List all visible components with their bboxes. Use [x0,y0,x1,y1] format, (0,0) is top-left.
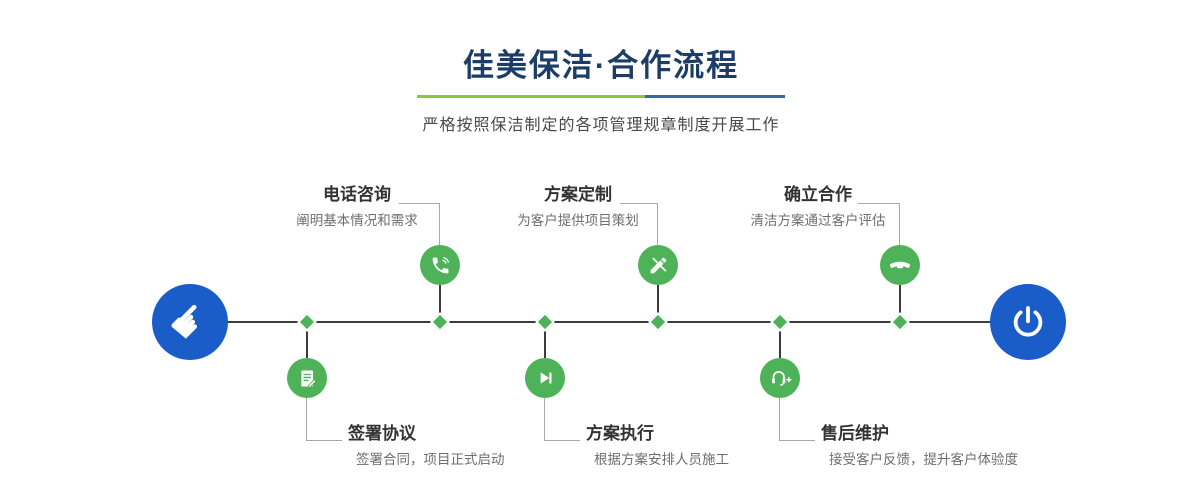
label-connector [858,203,900,204]
label-connector [544,440,580,441]
stem-step-4 [306,322,308,358]
phone-icon [432,256,449,273]
step-node-cooperate [880,245,920,285]
stem-step-2 [657,285,659,322]
page-subtitle: 严格按照保洁制定的各项管理规章制度开展工作 [422,117,780,134]
label-connector [399,203,440,204]
timeline-diamond [535,312,555,332]
step-desc: 签署合同，项目正式启动 [356,452,505,467]
label-connector [306,440,342,441]
handshake-icon [889,261,911,269]
step-label-sign: 签署协议 签署合同，项目正式启动 [348,424,505,468]
step-node-sign [287,358,327,398]
step-label-aftersale: 售后维护 接受客户反馈，提升客户体验度 [821,424,1018,468]
step-label-phone: 电话咨询 阐明基本情况和需求 [247,185,467,229]
headset-icon [771,370,792,386]
step-desc: 阐明基本情况和需求 [296,213,418,228]
step-title: 方案执行 [586,424,654,443]
label-connector [779,398,780,440]
step-label-plan: 方案定制 为客户提供项目策划 [468,185,688,229]
timeline-diamond [648,312,668,332]
timeline-diamond [890,312,910,332]
play-icon [540,372,552,384]
pencil-ruler-icon [650,257,666,273]
stem-step-6 [779,322,781,358]
step-label-execute: 方案执行 根据方案安排人员施工 [586,424,729,468]
stem-step-5 [544,322,546,358]
contract-icon [300,369,317,388]
step-node-execute [525,358,565,398]
stem-step-1 [439,285,441,322]
timeline-end-node [990,284,1066,360]
step-desc: 为客户提供项目策划 [517,213,639,228]
step-desc: 清洁方案通过客户评估 [750,213,886,228]
label-connector [657,203,658,245]
timeline-axis [190,321,1030,323]
stem-step-3 [899,285,901,322]
step-node-phone [420,245,460,285]
step-title: 方案定制 [544,185,612,204]
step-title: 确立合作 [784,185,852,204]
label-connector [544,398,545,440]
label-connector [899,203,900,245]
title-divider [417,95,785,98]
timeline-diamond [770,312,790,332]
step-label-cooperate: 确立合作 清洁方案通过客户评估 [708,185,928,229]
step-node-aftersale [760,358,800,398]
timeline-diamond [430,312,450,332]
label-connector [306,398,307,440]
divider-green-segment [417,95,646,98]
step-title: 电话咨询 [323,185,391,204]
step-desc: 根据方案安排人员施工 [594,452,729,467]
label-connector [779,440,815,441]
label-connector [620,203,658,204]
pointing-hand-icon: ☛ [157,289,222,354]
divider-blue-segment [645,95,785,98]
step-title: 售后维护 [821,424,889,443]
step-title: 签署协议 [348,424,416,443]
step-node-plan [638,245,678,285]
power-icon [1013,306,1043,337]
timeline-start-node: ☛ [152,284,228,360]
timeline-diamond [297,312,317,332]
page-title: 佳美保洁·合作流程 [462,48,740,83]
label-connector [439,203,440,245]
step-desc: 接受客户反馈，提升客户体验度 [829,452,1018,467]
